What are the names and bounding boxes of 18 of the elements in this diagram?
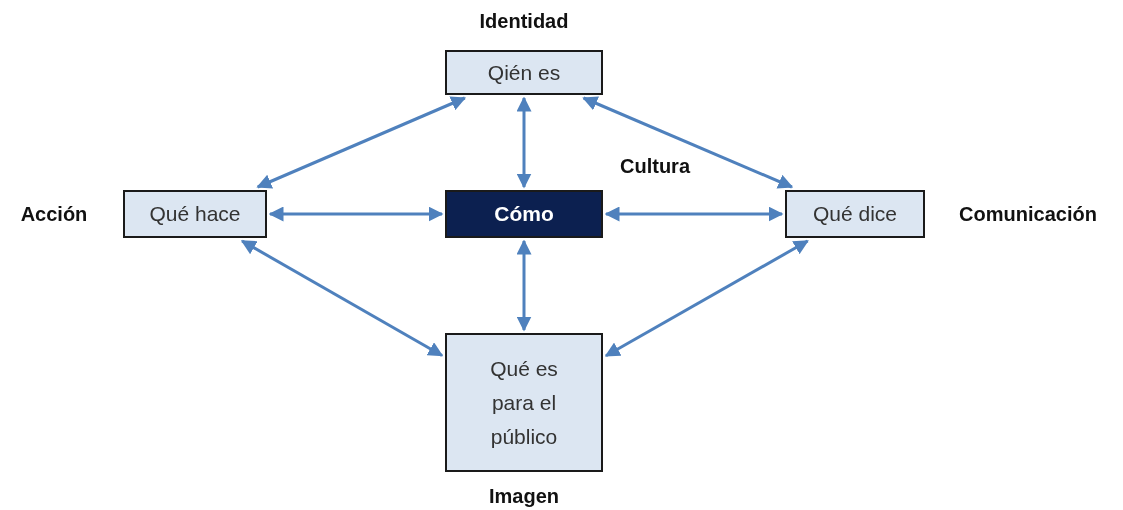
concept-box: Qién es bbox=[445, 50, 603, 95]
double-arrow bbox=[240, 239, 444, 357]
double-arrow bbox=[604, 206, 784, 222]
box-heading: Acción bbox=[20, 202, 88, 226]
box-heading: Cultura bbox=[620, 154, 690, 178]
double-arrow bbox=[582, 96, 794, 189]
double-arrow bbox=[268, 206, 444, 222]
double-arrow bbox=[516, 239, 532, 332]
double-arrow bbox=[256, 96, 467, 189]
concept-box: Qué hace bbox=[123, 190, 267, 238]
concept-box: Qué es para el público bbox=[445, 333, 603, 472]
double-arrow bbox=[604, 239, 809, 358]
double-arrow bbox=[516, 96, 532, 189]
concept-box: Qué dice bbox=[785, 190, 925, 238]
box-heading: Identidad bbox=[479, 9, 569, 33]
highlighted-box: Cómo bbox=[445, 190, 603, 238]
box-heading: Comunicación bbox=[959, 202, 1097, 226]
box-heading: Imagen bbox=[489, 484, 559, 508]
